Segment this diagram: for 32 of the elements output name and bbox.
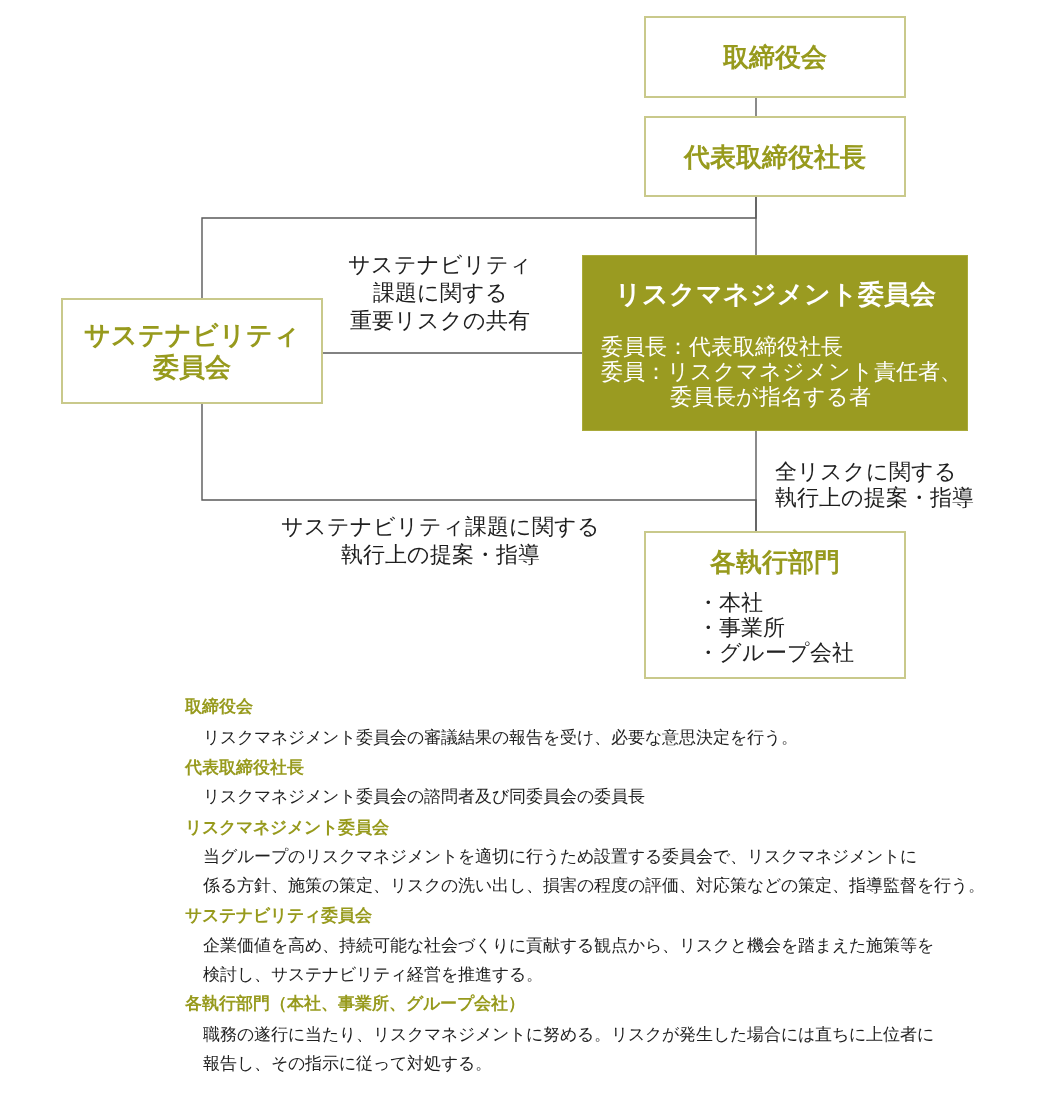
list-item: ・グループ会社	[696, 639, 854, 665]
connector-line	[201, 403, 757, 532]
edge-label: サステナビリティ課題に関する執行上の提案・指導	[280, 513, 600, 569]
box-heading: リスクマネジメント委員会	[614, 277, 936, 310]
connector-line	[322, 352, 583, 354]
connector-line	[755, 97, 757, 117]
box-heading: 取締役会	[723, 41, 827, 73]
description-text: リスクマネジメント委員会の諮問者及び同委員会の委員長	[203, 785, 645, 808]
list-item: ・本社	[696, 589, 764, 615]
box-heading: サステナビリティ委員会	[84, 319, 300, 383]
box-heading: 代表取締役社長	[684, 140, 866, 173]
org-chart-box	[644, 116, 906, 197]
box-text: 委員長：代表取締役社長	[601, 333, 843, 359]
section-heading: サステナビリティ委員会	[185, 904, 372, 926]
section-heading: 取締役会	[185, 695, 253, 717]
section-heading: 代表取締役社長	[185, 756, 304, 778]
org-chart-box	[61, 298, 323, 404]
description-text: 職務の遂行に当たり、リスクマネジメントに努める。リスクが発生した場合には直ちに上位者に報告し、その指示に従って対処する。	[203, 1023, 934, 1075]
section-heading: 各執行部門（本社、事業所、グループ会社）	[185, 992, 525, 1014]
org-chart-box	[644, 16, 906, 98]
org-chart-box	[644, 531, 906, 679]
section-heading: リスクマネジメント委員会	[185, 816, 389, 838]
list-item: ・事業所	[696, 614, 786, 640]
description-text: 企業価値を高め、持続可能な社会づくりに貢献する観点から、リスクと機会を踏まえた施策等を検討し、サステナビリティ経営を推進する。	[203, 934, 934, 986]
box-heading: 各執行部門	[710, 545, 840, 578]
box-text: 委員：リスクマネジメント責任者、委員長が指名する者	[601, 358, 962, 409]
description-text: 当グループのリスクマネジメントを適切に行うため設置する委員会で、リスクマネジメントに係る方針、施策の策定、リスクの洗い出し、損害の程度の評価、対応策などの策定、指導監督を行う。	[203, 845, 985, 897]
description-text: リスクマネジメント委員会の審議結果の報告を受け、必要な意思決定を行う。	[203, 726, 798, 749]
edge-label: サステナビリティ課題に関する重要リスクの共有	[348, 251, 532, 335]
org-chart-box	[582, 255, 968, 431]
edge-label: 全リスクに関する執行上の提案・指導	[775, 459, 974, 511]
connector-line	[201, 196, 757, 299]
